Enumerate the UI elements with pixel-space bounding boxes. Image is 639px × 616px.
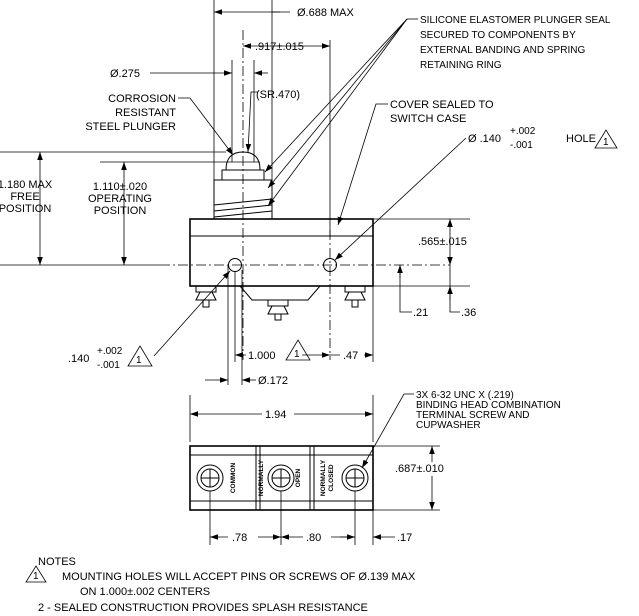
svg-text:FREE: FREE: [10, 191, 39, 203]
cover-callout: COVER SEALED TO SWITCH CASE: [390, 99, 494, 125]
svg-text:SECURED TO COMPONENTS BY: SECURED TO COMPONENTS BY: [420, 30, 576, 41]
svg-text:CUPWASHER: CUPWASHER: [416, 420, 481, 431]
terminal-screw-no: [267, 464, 295, 492]
svg-text:STEEL PLUNGER: STEEL PLUNGER: [85, 121, 176, 133]
free-position-label: 1.180 MAX FREE POSITION: [0, 179, 53, 215]
svg-text:COVER SEALED TO: COVER SEALED TO: [390, 99, 494, 111]
dim-17-label: .17: [397, 532, 412, 544]
svg-text:1.110±.020: 1.110±.020: [93, 181, 147, 193]
svg-text:1: 1: [603, 137, 609, 148]
terminal-screw-common: [196, 464, 224, 492]
terminal-screw-nc: [341, 464, 369, 492]
dim-917-label: .917±.015: [255, 41, 304, 53]
screw-callout: 3X 6-32 UNC X (.219) BINDING HEAD COMBIN…: [416, 390, 561, 431]
svg-text:RETAINING RING: RETAINING RING: [420, 60, 502, 71]
svg-text:SWITCH CASE: SWITCH CASE: [390, 113, 466, 125]
note-1-line-1: MOUNTING HOLES WILL ACCEPT PINS OR SCREW…: [62, 571, 416, 583]
dim-78-label: .78: [232, 532, 247, 544]
dim-36-label: .36: [461, 307, 476, 319]
sr-470-label: (SR.470): [256, 89, 300, 101]
svg-text:RESISTANT: RESISTANT: [115, 107, 176, 119]
terminal-screw-side-2: [267, 299, 289, 321]
svg-text:3X 6-32 UNC X (.219): 3X 6-32 UNC X (.219): [416, 390, 514, 401]
svg-text:1.180 MAX: 1.180 MAX: [0, 179, 53, 191]
note-1-line-2: ON 1.000±.002 CENTERS: [80, 586, 210, 598]
notes-title: NOTES: [38, 556, 76, 568]
label-common: COMMON: [230, 463, 237, 494]
svg-text:POSITION: POSITION: [0, 203, 51, 215]
svg-text:1: 1: [136, 355, 142, 366]
dim-275-label: Ø.275: [110, 68, 140, 80]
svg-text:1: 1: [33, 571, 39, 582]
svg-text:+.002: +.002: [97, 346, 123, 357]
svg-text:.140: .140: [68, 353, 89, 365]
svg-text:SILICONE ELASTOMER PLUNGER SEA: SILICONE ELASTOMER PLUNGER SEAL: [420, 15, 611, 26]
switch-housing: [189, 218, 374, 287]
dim-194-label: 1.94: [265, 409, 286, 421]
terminal-screw-side-1: [195, 285, 217, 308]
label-normally-closed-1: NORMALLY: [320, 459, 327, 496]
dim-21-label: .21: [413, 307, 428, 319]
terminal-block: [189, 445, 374, 511]
svg-text:Ø .140: Ø .140: [468, 133, 501, 145]
svg-text:TERMINAL SCREW AND: TERMINAL SCREW AND: [416, 410, 530, 421]
svg-text:EXTERNAL BANDING AND SPRING: EXTERNAL BANDING AND SPRING: [420, 45, 585, 56]
dim-687-label: .687±.010: [395, 463, 444, 475]
dim-1000-label: 1.000: [248, 350, 276, 362]
side-view: Ø.688 MAX .917±.015 Ø.275 (SR.470) CORRO…: [0, 0, 618, 387]
label-normally-open-1: NORMALLY: [258, 459, 265, 496]
svg-text:POSITION: POSITION: [94, 205, 147, 217]
silicone-callout: SILICONE ELASTOMER PLUNGER SEAL SECURED …: [420, 15, 611, 71]
housing-notch: [239, 285, 321, 301]
corrosion-callout: CORROSION RESISTANT STEEL PLUNGER: [85, 93, 176, 133]
dim-172-label: Ø.172: [258, 375, 288, 387]
svg-text:+.002: +.002: [510, 126, 536, 137]
note-2: 2 - SEALED CONSTRUCTION PROVIDES SPLASH …: [38, 602, 368, 614]
hole-callout-right: Ø .140 +.002 -.001 HOLE 1: [468, 126, 618, 151]
svg-text:-.001: -.001: [510, 140, 533, 151]
svg-text:1: 1: [294, 349, 300, 360]
dim-688-label: Ø.688 MAX: [297, 7, 355, 19]
terminal-screw-side-3: [344, 285, 366, 308]
hole-callout-left: .140 +.002 -.001 1: [68, 345, 153, 371]
svg-text:OPERATING: OPERATING: [88, 193, 152, 205]
dim-80-label: .80: [306, 532, 321, 544]
notes-block: NOTES 1 MOUNTING HOLES WILL ACCEPT PINS …: [25, 556, 416, 614]
bottom-view: 1.94 COMMON NORMALLY OPEN NORMALLY: [189, 390, 561, 545]
svg-text:-.001: -.001: [97, 360, 120, 371]
label-normally-closed-2: CLOSED: [328, 464, 335, 491]
mounting-hole-right: [323, 258, 337, 272]
svg-text:BINDING HEAD COMBINATION: BINDING HEAD COMBINATION: [416, 400, 561, 411]
svg-text:CORROSION: CORROSION: [108, 93, 176, 105]
label-normally-open-2: OPEN: [295, 468, 302, 487]
svg-text:HOLE: HOLE: [566, 133, 596, 145]
operating-position-label: 1.110±.020 OPERATING POSITION: [88, 181, 152, 217]
dim-565-label: .565±.015: [418, 236, 467, 248]
dim-47-label: .47: [343, 350, 358, 362]
